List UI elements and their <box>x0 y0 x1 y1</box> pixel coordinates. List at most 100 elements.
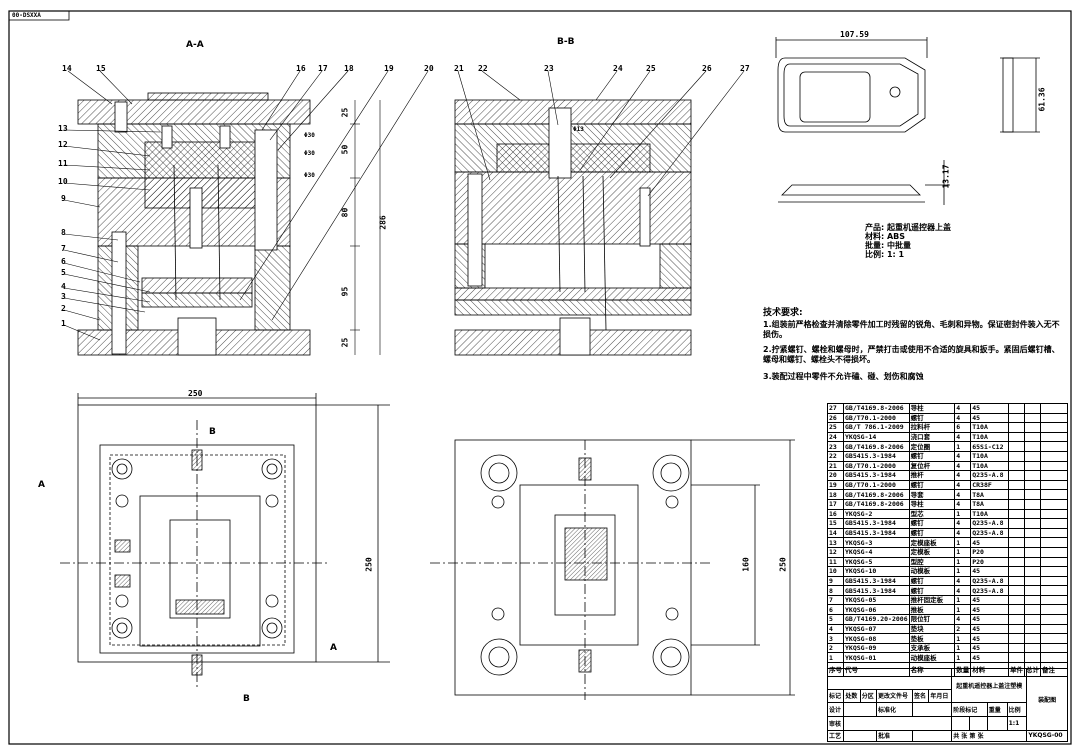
bom-cell: 4 <box>954 431 972 443</box>
bom-cell: 1 <box>954 633 972 644</box>
bom-cell: 17 <box>827 498 844 510</box>
bom-cell <box>1007 479 1025 491</box>
callout: 12 <box>58 140 68 149</box>
bom-cell: 4 <box>954 479 972 491</box>
plan-view-moving <box>60 393 390 690</box>
bom-cell <box>1023 403 1041 414</box>
bom-cell <box>1007 652 1025 664</box>
bom-cell: 浇口套 <box>908 431 956 443</box>
bom-cell: CR38F <box>970 479 1009 491</box>
bom-cell <box>1039 498 1069 510</box>
bom-cell: YKQSG-14 <box>843 431 910 443</box>
tb-cell: 设计 <box>826 702 845 717</box>
bom-cell: 1 <box>954 652 972 664</box>
bom-cell <box>1023 652 1041 664</box>
bom-cell: 垫板 <box>908 633 956 644</box>
bom-cell: 1 <box>954 594 972 606</box>
bom-cell <box>1039 403 1069 414</box>
bom-cell: 螺钉 <box>908 527 956 539</box>
dim-label: Φ30 <box>304 172 315 179</box>
dim-label: 250 <box>188 389 203 398</box>
bom-cell <box>1023 604 1041 616</box>
dim-label: 95 <box>340 286 350 297</box>
callout: 3 <box>61 292 66 301</box>
tb-cell: 标准化 <box>876 702 913 717</box>
bom-cell: 螺钉 <box>908 518 956 529</box>
callout: 10 <box>58 177 68 186</box>
bom-cell: YKQSG-09 <box>843 642 910 654</box>
bom-cell <box>1007 403 1025 414</box>
bom-cell: 19 <box>827 479 844 491</box>
bom-cell: Q235-A.8 <box>970 518 1009 529</box>
bom-cell: 1 <box>954 537 972 548</box>
bom-cell: 45 <box>970 604 1009 616</box>
bom-cell <box>1007 546 1025 558</box>
bom-cell <box>1007 633 1025 644</box>
section-marker: B <box>209 427 216 437</box>
bom-cell <box>1039 585 1069 596</box>
view-title-a-a: A-A <box>186 40 204 50</box>
callout: 14 <box>62 64 72 73</box>
bom-cell <box>1039 412 1069 424</box>
bom-cell: 45 <box>970 403 1009 414</box>
tb-cell: 重量 <box>986 702 1008 717</box>
callout: 18 <box>344 64 354 73</box>
callout: 22 <box>478 64 488 73</box>
bom-cell <box>1039 546 1069 558</box>
bom-cell: 4 <box>954 403 972 414</box>
bom-cell <box>1039 441 1069 452</box>
bom-cell: 4 <box>827 623 844 635</box>
bom-cell <box>1007 623 1025 635</box>
bom-cell: 4 <box>954 518 972 529</box>
bom-cell: 推杆 <box>908 470 956 481</box>
bom-cell: 13 <box>827 537 844 548</box>
bom-cell <box>1023 537 1041 548</box>
callout: 5 <box>61 268 66 277</box>
bom-cell <box>1007 412 1025 424</box>
bom-cell <box>1007 470 1025 481</box>
bom-cell <box>1007 614 1025 625</box>
bom-cell: 1 <box>954 546 972 558</box>
dim-label: 13.17 <box>941 164 951 189</box>
bom-cell: GB/T 786.1-2009 <box>843 422 910 433</box>
bom-cell <box>1023 518 1041 529</box>
bom-cell <box>1023 422 1041 433</box>
part-view <box>775 37 1040 205</box>
callout: 6 <box>61 257 66 266</box>
bom-cell <box>1039 594 1069 606</box>
bom-cell: GB5415.3-1984 <box>843 450 910 462</box>
bom-cell <box>1007 566 1025 577</box>
tb-cell: 阶段标记 <box>951 702 988 717</box>
bom-cell: 推板 <box>908 604 956 616</box>
tb-cell: 更改文件号 <box>876 688 913 704</box>
bom-cell <box>1023 412 1041 424</box>
part-info-line: 产品: 起重机遥控器上盖 <box>865 223 951 232</box>
bom-cell: P20 <box>970 546 1009 558</box>
bom-cell: 65Si-C12 <box>970 441 1009 452</box>
bom-cell: 5 <box>827 614 844 625</box>
bom-cell: 2 <box>954 623 972 635</box>
bom-cell: 1 <box>954 556 972 568</box>
bom-cell: 动模板 <box>908 566 956 577</box>
bom-cell <box>1023 479 1041 491</box>
callout: 27 <box>740 64 750 73</box>
bom-cell: 9 <box>827 575 844 587</box>
dim-label: 160 <box>741 557 751 572</box>
bom-cell: 4 <box>954 489 972 500</box>
bom-cell: 45 <box>970 623 1009 635</box>
bom-cell: GB/T4169.8-2006 <box>843 498 910 510</box>
section-marker: B <box>243 694 250 704</box>
bom-cell: YKQSG-5 <box>843 556 910 568</box>
bom-cell <box>1039 489 1069 500</box>
tb-cell: 分区 <box>859 688 878 704</box>
bom-cell: T10A <box>970 422 1009 433</box>
bom-cell <box>1007 431 1025 443</box>
callout: 11 <box>58 159 68 168</box>
